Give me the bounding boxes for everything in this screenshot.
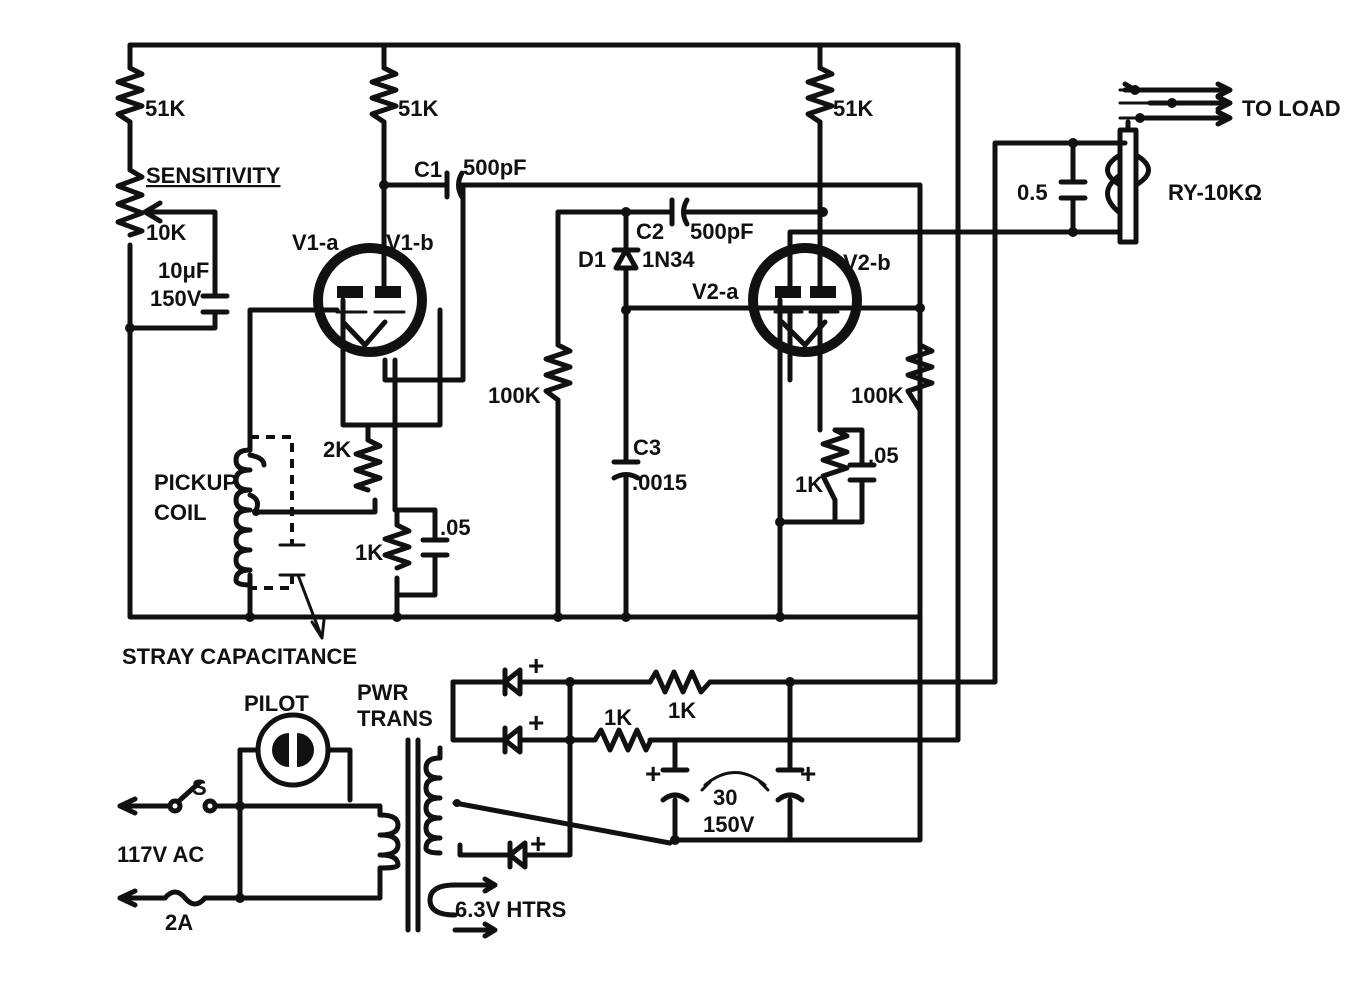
label-1n34: 1N34 bbox=[642, 247, 695, 272]
label-filter-voltage: 150V bbox=[703, 812, 755, 837]
plus-rect-top: + bbox=[528, 650, 544, 681]
label-v1b: V1-b bbox=[386, 230, 434, 255]
label-51k-middle: 51K bbox=[398, 96, 438, 121]
label-filter-cap: 30 bbox=[713, 785, 737, 810]
label-10k: 10K bbox=[146, 220, 186, 245]
label-v2a: V2-a bbox=[692, 279, 739, 304]
pilot-lamp bbox=[255, 712, 331, 788]
capacitor-c3 bbox=[611, 459, 641, 481]
resistor-1k-v2 bbox=[820, 427, 850, 503]
label-150v: 150V bbox=[150, 286, 202, 311]
label-relay-cap: 0.5 bbox=[1017, 180, 1048, 205]
power-switch bbox=[117, 779, 218, 816]
label-c1-value: 500pF bbox=[463, 155, 527, 180]
label-sensitivity: SENSITIVITY bbox=[146, 163, 281, 188]
plus-filter-left: + bbox=[645, 758, 661, 789]
label-v1a: V1-a bbox=[292, 230, 339, 255]
resistor-51k-right bbox=[805, 65, 835, 125]
label-v2b: V2-b bbox=[843, 250, 891, 275]
capacitor-relay bbox=[1058, 179, 1088, 201]
label-heaters: 6.3V HTRS bbox=[455, 897, 566, 922]
sensitivity-potentiometer bbox=[115, 167, 145, 238]
diode-d1 bbox=[611, 247, 641, 271]
label-pickup: PICKUP bbox=[154, 470, 237, 495]
label-relay: RY-10KΩ bbox=[1168, 180, 1262, 205]
stray-capacitance bbox=[250, 435, 326, 640]
rectifier-bottom bbox=[507, 840, 528, 870]
capacitor-bypass-v2 bbox=[847, 462, 877, 483]
power-transformer bbox=[377, 737, 498, 939]
resistor-1k-v1 bbox=[382, 522, 412, 571]
label-c1: C1 bbox=[414, 157, 442, 182]
capacitor-filter-right bbox=[775, 767, 805, 803]
label-10uf: 10μF bbox=[158, 258, 209, 283]
capacitor-filter-left bbox=[660, 767, 690, 803]
capacitor-10uf bbox=[200, 293, 230, 315]
resistor-1k-supply-a bbox=[647, 669, 713, 695]
vacuum-tube-v2 bbox=[748, 243, 862, 357]
label-pwr: PWR bbox=[357, 680, 408, 705]
capacitor-c2 bbox=[669, 197, 690, 227]
label-1k-v2: 1K bbox=[795, 472, 823, 497]
label-1k-supply-a: 1K bbox=[668, 698, 696, 723]
plus-filter-right: + bbox=[800, 758, 816, 789]
label-117vac: 117V AC bbox=[117, 842, 204, 867]
label-d1: D1 bbox=[578, 247, 606, 272]
plus-rect-middle: + bbox=[528, 707, 544, 738]
label-c2: C2 bbox=[636, 219, 664, 244]
plus-rect-bottom: + bbox=[530, 828, 546, 859]
label-bypass-v1: .05 bbox=[440, 515, 471, 540]
label-trans: TRANS bbox=[357, 706, 433, 731]
label-to-load: TO LOAD bbox=[1242, 96, 1341, 121]
label-stray-capacitance: STRAY CAPACITANCE bbox=[122, 644, 357, 669]
label-100k-right: 100K bbox=[851, 383, 904, 408]
wiring bbox=[117, 42, 1227, 901]
capacitor-symbols bbox=[200, 170, 1088, 803]
label-pilot: PILOT bbox=[244, 691, 309, 716]
rectifier-middle bbox=[502, 725, 523, 755]
capacitor-bypass-v1 bbox=[420, 537, 450, 558]
label-c3-value: .0015 bbox=[632, 470, 687, 495]
label-51k-right: 51K bbox=[833, 96, 873, 121]
label-coil: COIL bbox=[154, 500, 207, 525]
resistor-symbols bbox=[115, 65, 935, 753]
vacuum-tube-v1 bbox=[313, 243, 427, 357]
label-bypass-v2: .05 bbox=[868, 443, 899, 468]
relay bbox=[1105, 81, 1233, 245]
resistor-1k-supply-b bbox=[592, 727, 654, 753]
fuse bbox=[117, 888, 208, 908]
diode-symbols bbox=[502, 247, 641, 870]
rectifier-top bbox=[502, 667, 523, 697]
resistor-2k bbox=[353, 437, 383, 493]
junction-dots bbox=[125, 138, 1078, 903]
label-switch: S bbox=[192, 775, 207, 800]
pickup-coil bbox=[233, 447, 267, 588]
resistor-100k-right bbox=[905, 342, 935, 413]
label-100k-left: 100K bbox=[488, 383, 541, 408]
label-c2-value: 500pF bbox=[690, 219, 754, 244]
label-2k: 2K bbox=[323, 437, 351, 462]
resistor-51k-middle bbox=[369, 65, 399, 125]
label-51k-left: 51K bbox=[145, 96, 185, 121]
resistor-100k-left bbox=[543, 342, 573, 403]
capacitor-c1 bbox=[444, 170, 465, 200]
label-c3: C3 bbox=[633, 435, 661, 460]
label-1k-v1: 1K bbox=[355, 540, 383, 565]
label-1k-supply-b: 1K bbox=[604, 705, 632, 730]
label-fuse: 2A bbox=[165, 910, 193, 935]
resistor-51k-left bbox=[115, 65, 145, 125]
component-labels: 51K 51K 51K SENSITIVITY 10K 10μF 150V V1… bbox=[117, 96, 1341, 935]
